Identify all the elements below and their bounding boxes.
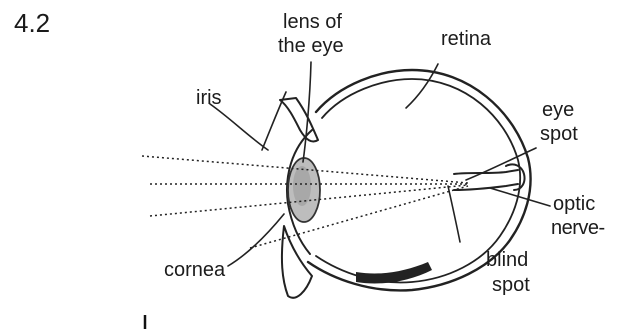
label-optic-line2: nerve-: [551, 217, 605, 239]
label-optic-nerve: optic nerve-: [551, 193, 605, 239]
label-cornea: cornea: [164, 259, 226, 281]
label-eye-spot-line1: eye: [542, 99, 574, 121]
lens-shape: [288, 158, 320, 222]
label-optic-line1: optic: [553, 193, 595, 215]
optic-nerve: [454, 164, 525, 190]
label-lens-line2: the eye: [278, 35, 344, 57]
iris-upper: [280, 98, 318, 142]
label-retina: retina: [441, 28, 492, 50]
label-lens-line1: lens of: [283, 11, 342, 33]
label-eye-spot-line2: spot: [540, 123, 578, 145]
label-lens: lens of the eye: [278, 11, 344, 57]
iris-upper-stalk: [262, 92, 286, 150]
label-eye-spot: eye spot: [540, 99, 578, 145]
leader-lines: [210, 62, 550, 266]
label-blind-spot: blind spot: [486, 249, 530, 296]
label-blind-line1: blind: [486, 249, 528, 271]
label-iris: iris: [196, 87, 222, 109]
label-blind-line2: spot: [492, 274, 530, 296]
